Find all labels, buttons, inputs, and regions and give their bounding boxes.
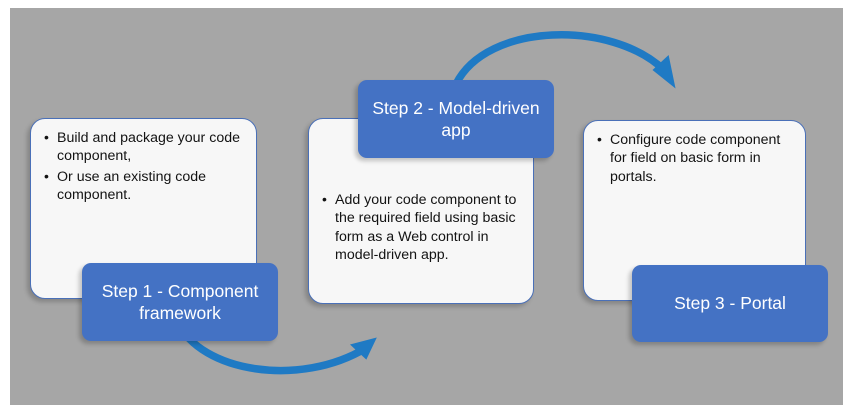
list-item: Add your code component to the required … bbox=[322, 190, 521, 265]
step-2-label: Step 2 - Model-driven app bbox=[358, 80, 554, 158]
step-3-label: Step 3 - Portal bbox=[632, 265, 828, 342]
step-3-card-body: Configure code component for field on ba… bbox=[594, 130, 793, 186]
list-item: Build and package your code component, bbox=[44, 128, 244, 166]
step-3-bullet-list: Configure code component for field on ba… bbox=[594, 130, 793, 186]
step-1-bullet-list: Build and package your code component, O… bbox=[41, 128, 244, 205]
step-1-card-body: Build and package your code component, O… bbox=[41, 128, 244, 205]
step-2-bullet-list: Add your code component to the required … bbox=[319, 190, 521, 265]
list-item: Or use an existing code component. bbox=[44, 167, 244, 205]
step-1-label: Step 1 - Component framework bbox=[82, 263, 278, 341]
step-2-card-body: Add your code component to the required … bbox=[319, 129, 521, 265]
list-item: Configure code component for field on ba… bbox=[597, 130, 793, 186]
